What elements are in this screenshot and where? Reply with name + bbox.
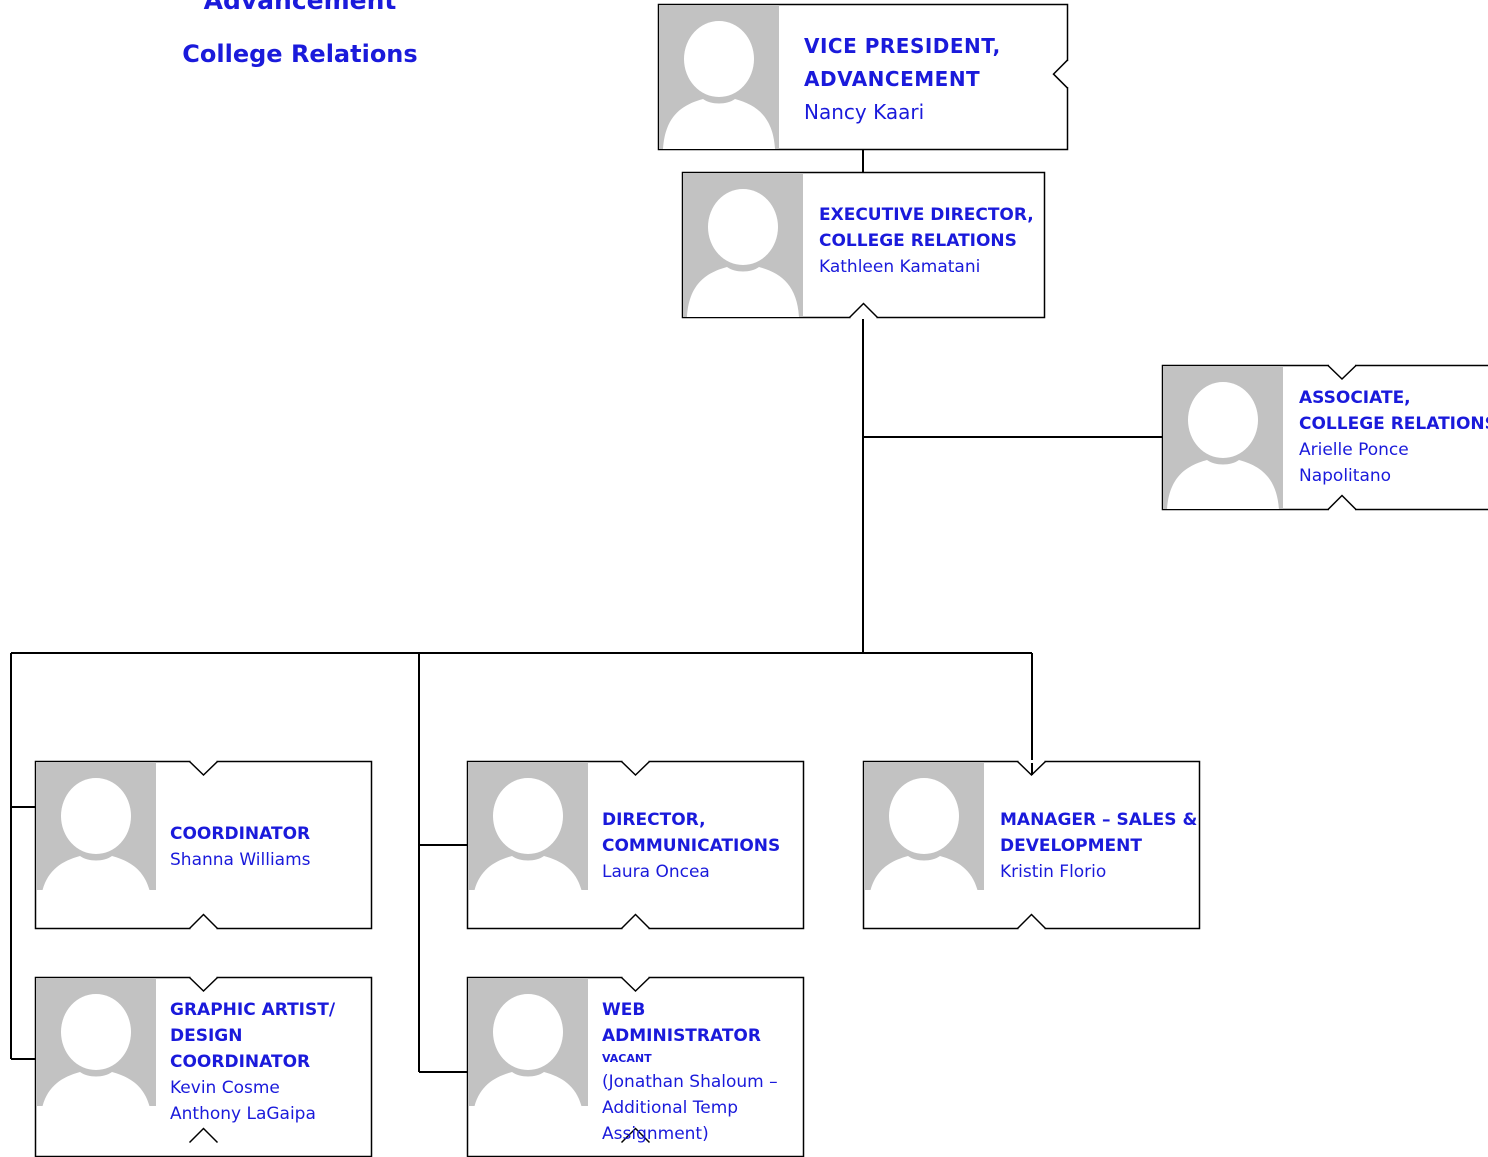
org-card-web-administrator[interactable]: WEB ADMINISTRATOR VACANT (Jonathan Shalo… [467,977,804,1157]
org-card-vice-president[interactable]: VICE PRESIDENT, ADVANCEMENT Nancy Kaari [658,4,1068,150]
position-title: ASSOCIATE, COLLEGE RELATIONS [1299,385,1488,437]
person-name: Kevin Cosme [170,1075,370,1101]
position-title: VICE PRESIDENT, ADVANCEMENT [804,30,1044,96]
person-name: Arielle Ponce Napolitano [1299,437,1488,489]
position-title: GRAPHIC ARTIST/ DESIGN COORDINATOR [170,997,370,1075]
avatar [468,762,588,890]
person-silhouette-icon [468,978,588,1106]
avatar [659,5,779,149]
person-silhouette-icon [659,5,779,149]
person-name: Kristin Florio [1000,859,1200,885]
avatar [1163,366,1283,509]
org-card-director-communications[interactable]: DIRECTOR, COMMUNICATIONS Laura Oncea [467,761,804,929]
avatar [36,978,156,1106]
org-card-executive-director[interactable]: EXECUTIVE DIRECTOR, COLLEGE RELATIONS Ka… [682,172,1045,318]
avatar [864,762,984,890]
chart-heading-division: Advancement [150,0,450,15]
person-name: Kathleen Kamatani [819,254,1039,280]
vacancy-status: VACANT [602,1049,807,1069]
person-name: Anthony LaGaipa [170,1101,370,1127]
position-note: (Jonathan Shaloum – Additional Temp Assi… [602,1069,807,1147]
org-card-graphic-artist[interactable]: GRAPHIC ARTIST/ DESIGN COORDINATOR Kevin… [35,977,372,1157]
avatar [468,978,588,1106]
chart-heading-department: College Relations [150,40,450,68]
person-silhouette-icon [36,978,156,1106]
avatar [36,762,156,890]
person-silhouette-icon [1163,366,1283,509]
org-card-coordinator[interactable]: COORDINATOR Shanna Williams [35,761,372,929]
org-card-associate-college-relations[interactable]: ASSOCIATE, COLLEGE RELATIONS Arielle Pon… [1162,365,1488,510]
person-silhouette-icon [864,762,984,890]
position-title: COORDINATOR [170,821,370,847]
position-title: MANAGER – SALES & DEVELOPMENT [1000,807,1200,859]
position-title: EXECUTIVE DIRECTOR, COLLEGE RELATIONS [819,202,1039,254]
position-title: WEB ADMINISTRATOR [602,997,807,1049]
position-title: DIRECTOR, COMMUNICATIONS [602,807,802,859]
person-name: Laura Oncea [602,859,802,885]
org-card-manager-sales-development[interactable]: MANAGER – SALES & DEVELOPMENT Kristin Fl… [863,761,1200,929]
person-name: Shanna Williams [170,847,370,873]
person-silhouette-icon [36,762,156,890]
person-name: Nancy Kaari [804,96,1044,129]
person-silhouette-icon [468,762,588,890]
avatar [683,173,803,317]
person-silhouette-icon [683,173,803,317]
